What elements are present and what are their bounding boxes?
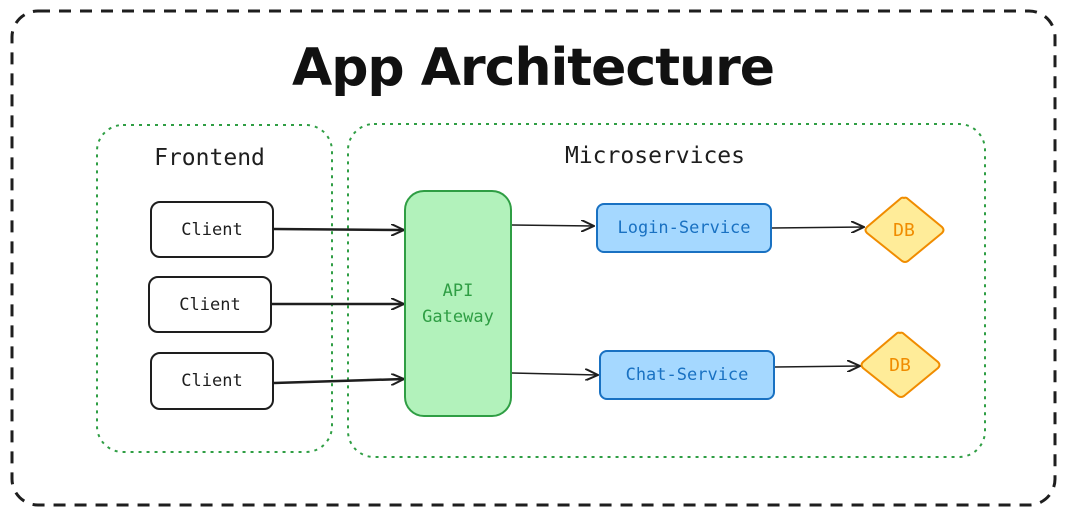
login-service-node[interactable]: Login-Service: [596, 203, 772, 253]
db-diamond-icon: [864, 196, 945, 263]
arrow-gateway-login: [511, 225, 594, 226]
chat-db-node[interactable]: DB: [858, 331, 942, 399]
client-node-1[interactable]: Client: [150, 201, 274, 258]
arrow-gateway-chat: [511, 373, 598, 375]
arrow-client1-gateway: [273, 229, 404, 230]
frontend-group-label: Frontend: [154, 145, 265, 171]
diagram-title: App Architecture: [291, 38, 775, 98]
arrow-chat-db: [774, 366, 860, 367]
client-node-3[interactable]: Client: [150, 352, 274, 410]
login-db-node[interactable]: DB: [862, 196, 946, 264]
arrow-login-db: [771, 227, 864, 228]
frontend-group-border: [96, 124, 333, 453]
client-node-2[interactable]: Client: [148, 276, 272, 333]
db-label: DB: [893, 219, 915, 241]
arrow-client3-gateway: [273, 379, 404, 383]
db-label: DB: [889, 354, 911, 376]
microservices-group-border: [347, 123, 986, 458]
api-gateway-node[interactable]: API Gateway: [404, 190, 512, 417]
chat-service-node[interactable]: Chat-Service: [599, 350, 775, 400]
db-diamond-icon: [860, 331, 941, 398]
microservices-group-label: Microservices: [564, 143, 745, 169]
